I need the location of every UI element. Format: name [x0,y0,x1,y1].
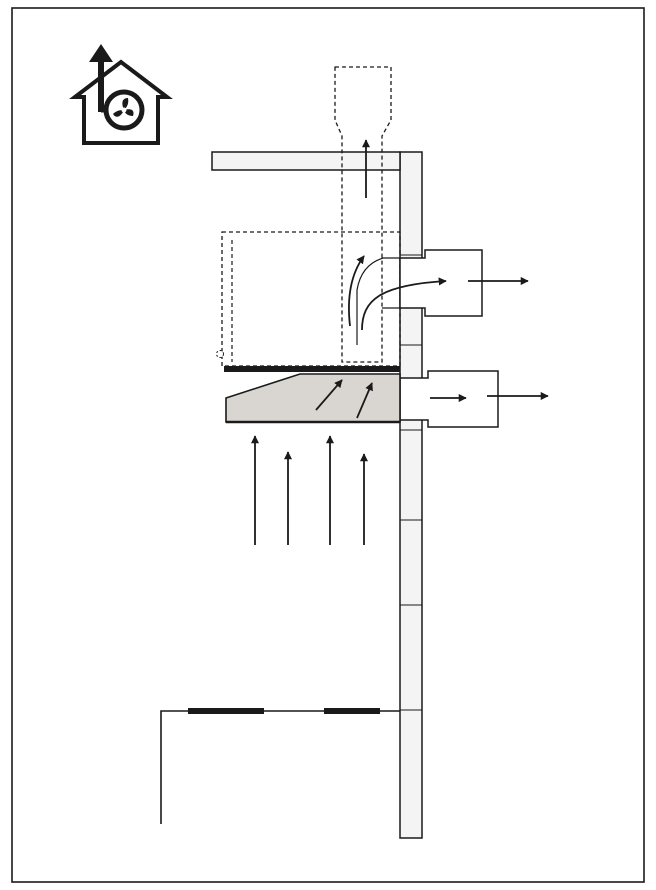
cooktop-counter [160,708,400,824]
wall-cabinet-dashed [216,231,401,367]
airflow-arrows [250,139,549,545]
hood-inner-arrow-1 [315,379,343,411]
cabinet-knob [216,350,224,358]
lower-exhaust-duct [399,370,499,428]
exhaust-up-arrowhead [89,44,113,62]
fan-blades [113,98,134,117]
duct-turn-arrow [361,277,447,331]
chimney-duct-dashed [334,66,392,363]
page-border [11,7,645,883]
fan-hub [121,107,127,113]
ceiling-board [211,151,401,171]
wall-column [399,151,423,839]
hood-body [225,373,401,423]
range-hood [224,366,401,424]
hood-inner-arrow-2 [356,382,373,419]
duct-rise-arrow [348,255,365,327]
house-fan-icon [69,44,173,145]
